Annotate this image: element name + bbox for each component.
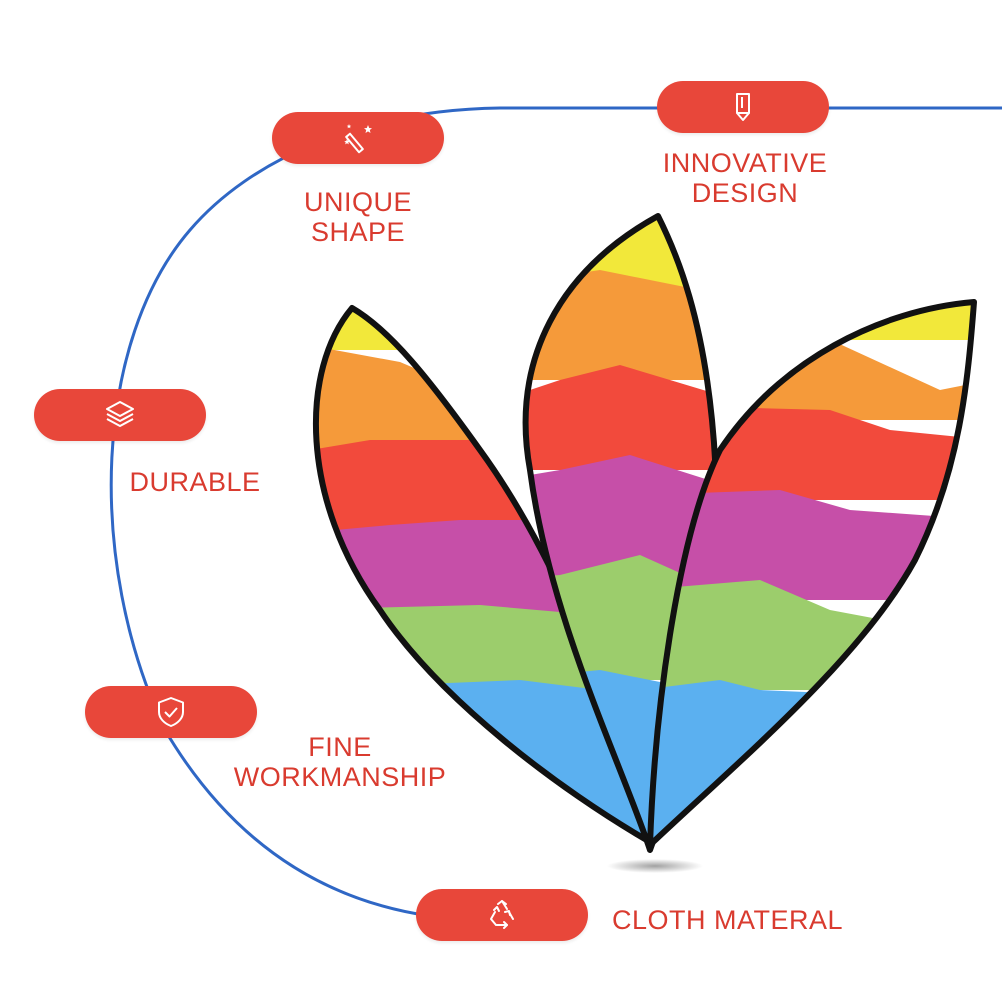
product-shadow [607, 859, 703, 873]
innovative-design-badge [657, 81, 829, 133]
fine-workmanship-label: FINE WORKMANSHIP [225, 732, 455, 792]
fine-workmanship-line-2: WORKMANSHIP [233, 762, 447, 792]
cloth-material-badge [416, 889, 588, 941]
unique-shape-line-1: UNIQUE [303, 187, 412, 217]
durable-line-1: DURABLE [129, 467, 261, 497]
cloth-material-label: CLOTH MATERAL [605, 905, 850, 935]
innovative-design-label: INNOVATIVE DESIGN [650, 148, 840, 208]
shield-check-icon [158, 697, 184, 727]
unique-shape-badge [272, 112, 444, 164]
fine-workmanship-line-1: FINE [308, 732, 372, 762]
cloth-material-line-1: CLOTH MATERAL [611, 905, 844, 935]
magic-wand-icon [344, 124, 372, 154]
durable-badge [34, 389, 206, 441]
innovative-design-line-1: INNOVATIVE [662, 148, 828, 178]
durable-label: DURABLE [110, 467, 280, 497]
unique-shape-line-2: SHAPE [310, 217, 406, 247]
pencil-icon [736, 93, 750, 121]
layers-icon [106, 401, 134, 427]
recycle-icon [490, 900, 514, 929]
fine-workmanship-badge [85, 686, 257, 738]
innovative-design-line-2: DESIGN [691, 178, 799, 208]
unique-shape-label: UNIQUE SHAPE [263, 187, 453, 247]
